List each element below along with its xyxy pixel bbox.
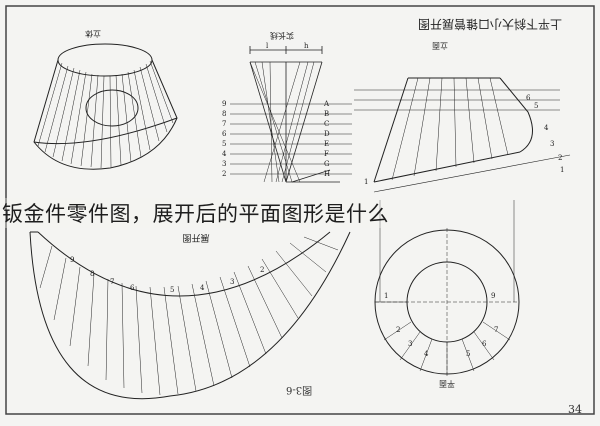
svg-text:2: 2 bbox=[396, 326, 400, 334]
svg-text:4: 4 bbox=[222, 150, 227, 158]
svg-text:2: 2 bbox=[260, 266, 264, 274]
svg-text:E: E bbox=[324, 140, 329, 148]
svg-text:A: A bbox=[323, 100, 330, 108]
svg-text:5: 5 bbox=[466, 350, 470, 358]
svg-text:平面: 平面 bbox=[439, 379, 455, 388]
actual-length-view: 实长线 l h 9 8 7 6 5 4 bbox=[222, 31, 352, 183]
svg-text:展开图: 展开图 bbox=[182, 232, 209, 243]
svg-text:上平下斜大小口锥管展开图: 上平下斜大小口锥管展开图 bbox=[418, 17, 562, 32]
svg-text:h: h bbox=[304, 42, 309, 50]
drawing-frame bbox=[5, 5, 595, 415]
svg-text:1: 1 bbox=[384, 292, 388, 300]
svg-text:立面: 立面 bbox=[432, 41, 448, 51]
svg-text:4: 4 bbox=[200, 284, 205, 292]
solid-view: 立体 bbox=[33, 29, 178, 170]
svg-text:6: 6 bbox=[222, 130, 227, 138]
svg-text:1: 1 bbox=[560, 166, 564, 174]
front-view: 立面 1 4 3 2 1 5 6 bbox=[354, 41, 571, 193]
svg-text:9: 9 bbox=[70, 256, 74, 264]
svg-text:C: C bbox=[324, 120, 329, 128]
svg-text:5: 5 bbox=[534, 102, 538, 110]
svg-text:4: 4 bbox=[544, 124, 549, 132]
svg-text:3: 3 bbox=[408, 340, 412, 348]
svg-text:1: 1 bbox=[364, 178, 368, 186]
svg-text:7: 7 bbox=[222, 120, 226, 128]
svg-text:H: H bbox=[324, 170, 330, 178]
svg-text:l: l bbox=[266, 42, 269, 50]
svg-text:3: 3 bbox=[550, 140, 554, 148]
svg-text:9: 9 bbox=[491, 292, 495, 300]
svg-text:2: 2 bbox=[222, 170, 226, 178]
svg-text:8: 8 bbox=[222, 110, 226, 118]
svg-text:9: 9 bbox=[222, 100, 226, 108]
svg-text:G: G bbox=[324, 160, 330, 168]
svg-text:F: F bbox=[324, 150, 329, 158]
svg-text:B: B bbox=[324, 110, 329, 118]
svg-text:2: 2 bbox=[558, 154, 562, 162]
svg-text:7: 7 bbox=[110, 278, 114, 286]
svg-text:实长线: 实长线 bbox=[270, 31, 294, 41]
svg-text:3: 3 bbox=[222, 160, 226, 168]
page-title: 钣金件零件图，展开后的平面图形是什么 bbox=[2, 198, 389, 228]
svg-text:D: D bbox=[324, 130, 330, 138]
svg-text:6: 6 bbox=[130, 284, 135, 292]
svg-text:3: 3 bbox=[230, 278, 234, 286]
page-number: 34 bbox=[568, 403, 582, 416]
svg-text:7: 7 bbox=[494, 326, 498, 334]
development-view: 9 8 7 6 5 4 3 2 展开图 bbox=[29, 231, 351, 400]
svg-text:5: 5 bbox=[170, 286, 174, 294]
svg-text:立体: 立体 bbox=[85, 29, 101, 39]
svg-text:6: 6 bbox=[482, 340, 487, 348]
svg-text:6: 6 bbox=[526, 94, 531, 102]
svg-text:4: 4 bbox=[424, 350, 429, 358]
drawing-header: 上平下斜大小口锥管展开图 bbox=[418, 17, 562, 32]
svg-text:8: 8 bbox=[90, 270, 94, 278]
svg-text:5: 5 bbox=[222, 140, 226, 148]
figure-label: 图3-6 bbox=[286, 384, 313, 395]
plan-view: 1 9 2 3 4 5 6 7 平面 bbox=[374, 200, 520, 388]
